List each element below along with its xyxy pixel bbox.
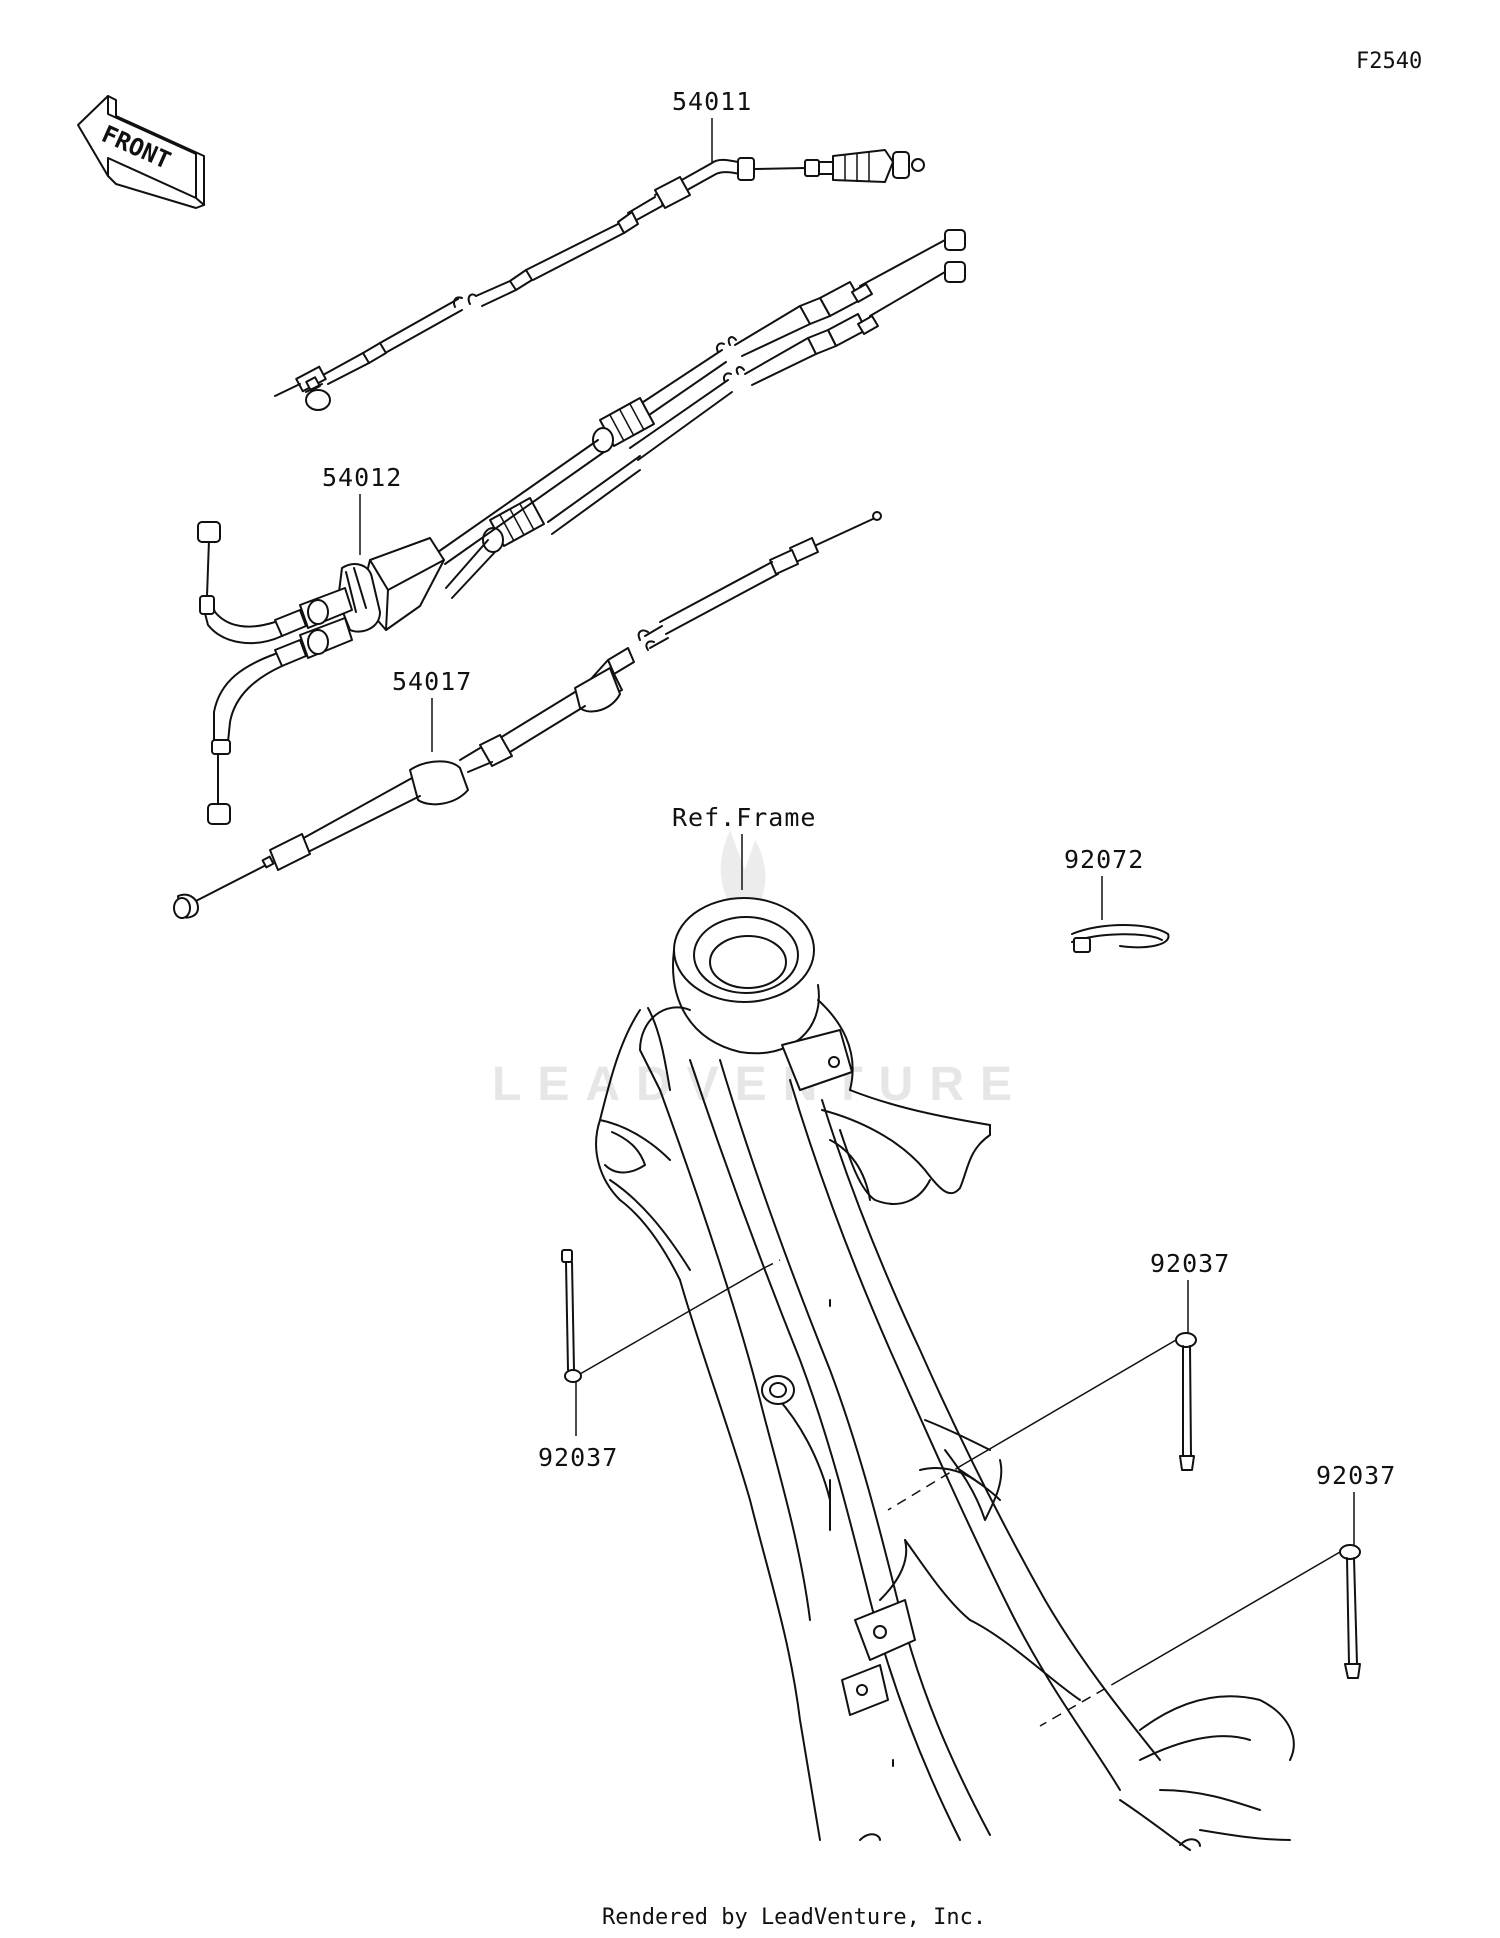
label-ref-frame: Ref.Frame	[672, 803, 816, 832]
cable-54011: 54011	[274, 87, 925, 411]
label-54017: 54017	[392, 667, 472, 696]
label-54012: 54012	[322, 463, 402, 492]
tie-92037-right: 92037	[1039, 1461, 1396, 1727]
label-92037-a: 92037	[538, 1443, 618, 1472]
band-92072: 92072	[1064, 845, 1170, 953]
cable-54017: 54017	[173, 511, 882, 919]
label-54011: 54011	[672, 87, 752, 116]
diagram-code: F2540	[1356, 49, 1422, 74]
frame-reference: Ref.Frame	[595, 803, 1295, 1851]
footer-credit: Rendered by LeadVenture, Inc.	[602, 1905, 986, 1930]
front-arrow-icon: FRONT	[77, 95, 205, 209]
label-92072: 92072	[1064, 845, 1144, 874]
tie-92037-left: 92037	[538, 1249, 781, 1472]
cable-54012: 54012	[197, 229, 966, 825]
watermark-text: LEADVENTURE	[492, 1058, 1028, 1111]
tie-92037-mid: 92037	[887, 1249, 1230, 1511]
label-92037-c: 92037	[1316, 1461, 1396, 1490]
label-92037-b: 92037	[1150, 1249, 1230, 1278]
